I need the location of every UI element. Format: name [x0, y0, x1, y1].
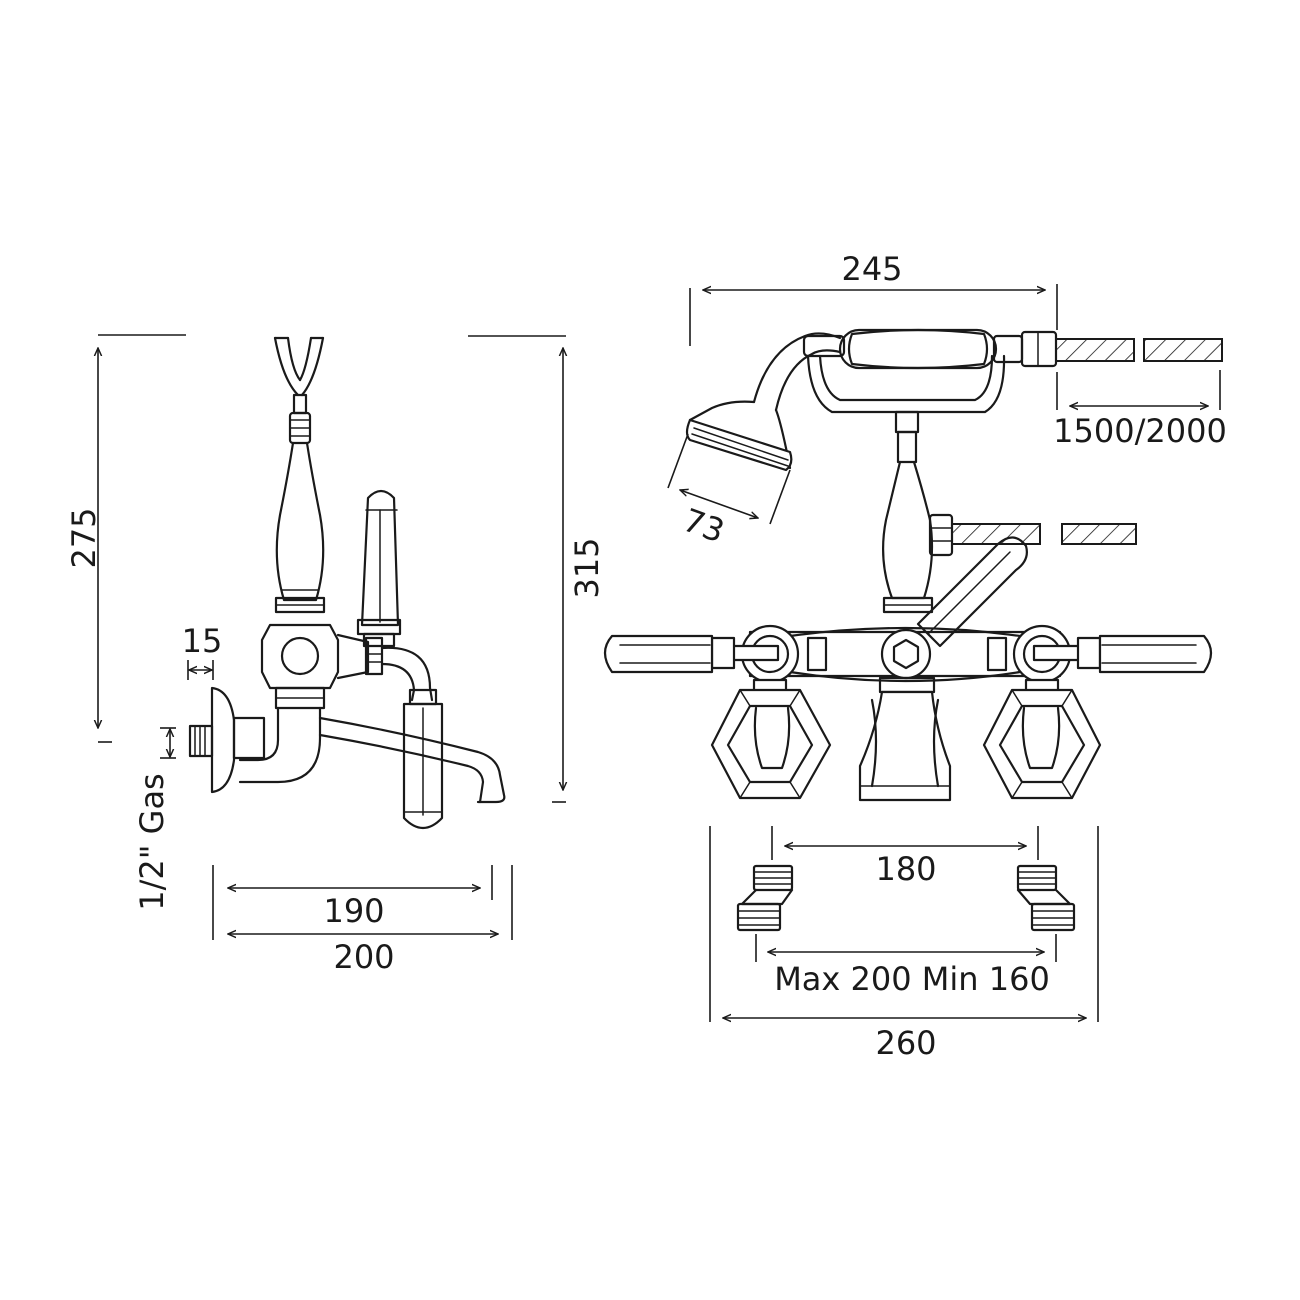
bridge-nut-right — [986, 636, 1008, 672]
label-range: Max 200 Min 160 — [774, 960, 1050, 998]
front-spout — [858, 676, 952, 802]
dim-thread: 1/2" Gas — [133, 727, 176, 911]
side-connector — [928, 513, 1137, 557]
label-thread: 1/2" Gas — [133, 773, 171, 910]
right-hex-shroud — [982, 688, 1102, 800]
label-260: 260 — [875, 1024, 936, 1062]
shower-hose — [1055, 338, 1223, 362]
dim-315: 315 — [468, 335, 606, 803]
bath-spout — [318, 716, 506, 804]
front-diverter-lever — [916, 536, 1028, 648]
dim-hose: 1500/2000 — [1053, 370, 1227, 450]
label-15: 15 — [182, 622, 223, 660]
wall-elbow — [232, 706, 322, 784]
left-lever-handle — [603, 634, 780, 674]
dim-190-200: 190 200 — [212, 865, 513, 976]
front-handset — [752, 328, 1058, 412]
dim-180: 180 — [771, 826, 1039, 888]
hose-elbow — [380, 646, 434, 702]
label-190: 190 — [323, 892, 384, 930]
dim-15: 15 — [182, 622, 223, 680]
dim-275: 275 — [65, 334, 186, 743]
left-union — [736, 864, 794, 932]
handset-cradle — [273, 336, 325, 445]
shower-head — [685, 400, 793, 472]
centre-valve — [880, 628, 932, 680]
label-200: 200 — [333, 938, 394, 976]
left-hex-shroud — [710, 688, 832, 800]
bridge-nut-left — [806, 636, 828, 672]
label-315: 315 — [568, 537, 606, 598]
wall-flange — [188, 686, 236, 794]
label-73: 73 — [678, 501, 729, 551]
dim-260: 260 — [709, 826, 1099, 1062]
front-cradle — [806, 354, 1006, 464]
side-handset — [402, 688, 444, 830]
right-union — [1016, 864, 1076, 932]
front-view: 245 1500/2000 73 180 Max 200 Min — [603, 250, 1227, 1062]
column-riser — [275, 441, 325, 602]
label-275: 275 — [65, 507, 103, 568]
front-column — [882, 460, 934, 600]
label-hose: 1500/2000 — [1053, 412, 1227, 450]
dim-range: Max 200 Min 160 — [755, 934, 1057, 998]
right-lever-handle — [1032, 634, 1213, 674]
dim-245: 245 — [689, 250, 1058, 346]
side-view: 275 315 15 1/2" Gas 190 — [65, 334, 606, 976]
label-245: 245 — [841, 250, 902, 288]
label-180: 180 — [875, 850, 936, 888]
valve-body — [260, 623, 384, 690]
side-diverter-lever — [356, 489, 402, 648]
